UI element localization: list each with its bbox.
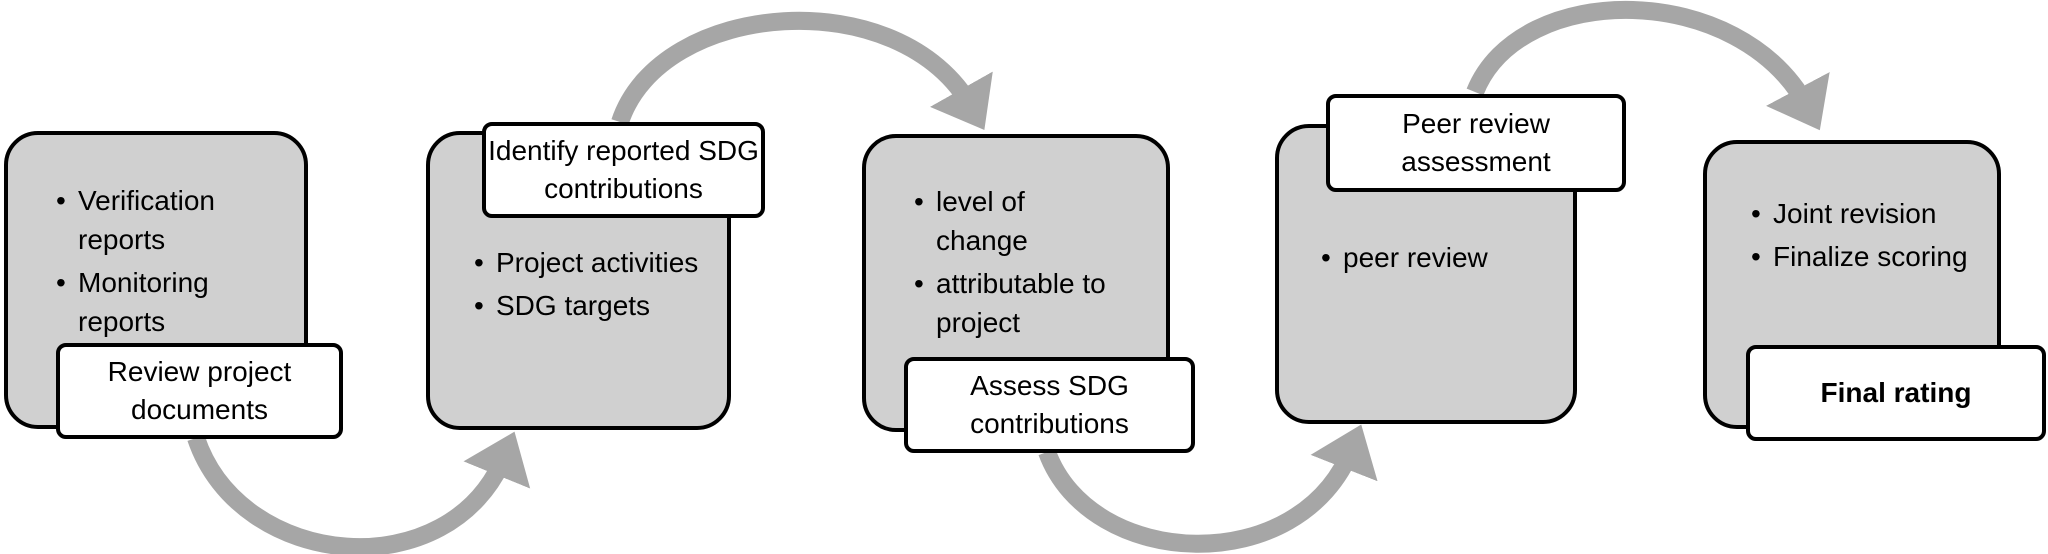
step5-label: Final rating <box>1746 345 2046 441</box>
step3-label: Assess SDG contributions <box>904 357 1195 453</box>
bullet-item: Joint revision <box>1751 194 1971 233</box>
bullet-item: Finalize scoring <box>1751 237 1971 276</box>
step2-bullets: Project activities SDG targets <box>474 243 714 329</box>
step5-bullets: Joint revision Finalize scoring <box>1751 194 1971 280</box>
step1-bullets: Verification reports Monitoring reports <box>56 181 296 345</box>
bullet-item: Verification reports <box>56 181 296 259</box>
arrow-step3-to-step4 <box>1038 424 1378 553</box>
step3-bullets: level of change attributable to project <box>914 182 1124 346</box>
arrow-step1-to-step2 <box>187 431 531 554</box>
step4-label: Peer review assessment <box>1326 94 1626 192</box>
bullet-item: peer review <box>1321 238 1561 277</box>
step4-bullets: peer review <box>1321 238 1561 281</box>
step2-label: Identify reported SDG contributions <box>482 122 765 218</box>
arrow-step4-to-step5 <box>1466 0 1830 131</box>
step1-box: Verification reports Monitoring reports <box>4 131 308 429</box>
bullet-item: level of change <box>914 182 1124 260</box>
bullet-item: SDG targets <box>474 286 714 325</box>
bullet-item: attributable to project <box>914 264 1124 342</box>
step1-label: Review project documents <box>56 343 343 439</box>
arrow-step2-to-step3 <box>611 11 993 130</box>
bullet-item: Project activities <box>474 243 714 282</box>
bullet-item: Monitoring reports <box>56 263 296 341</box>
